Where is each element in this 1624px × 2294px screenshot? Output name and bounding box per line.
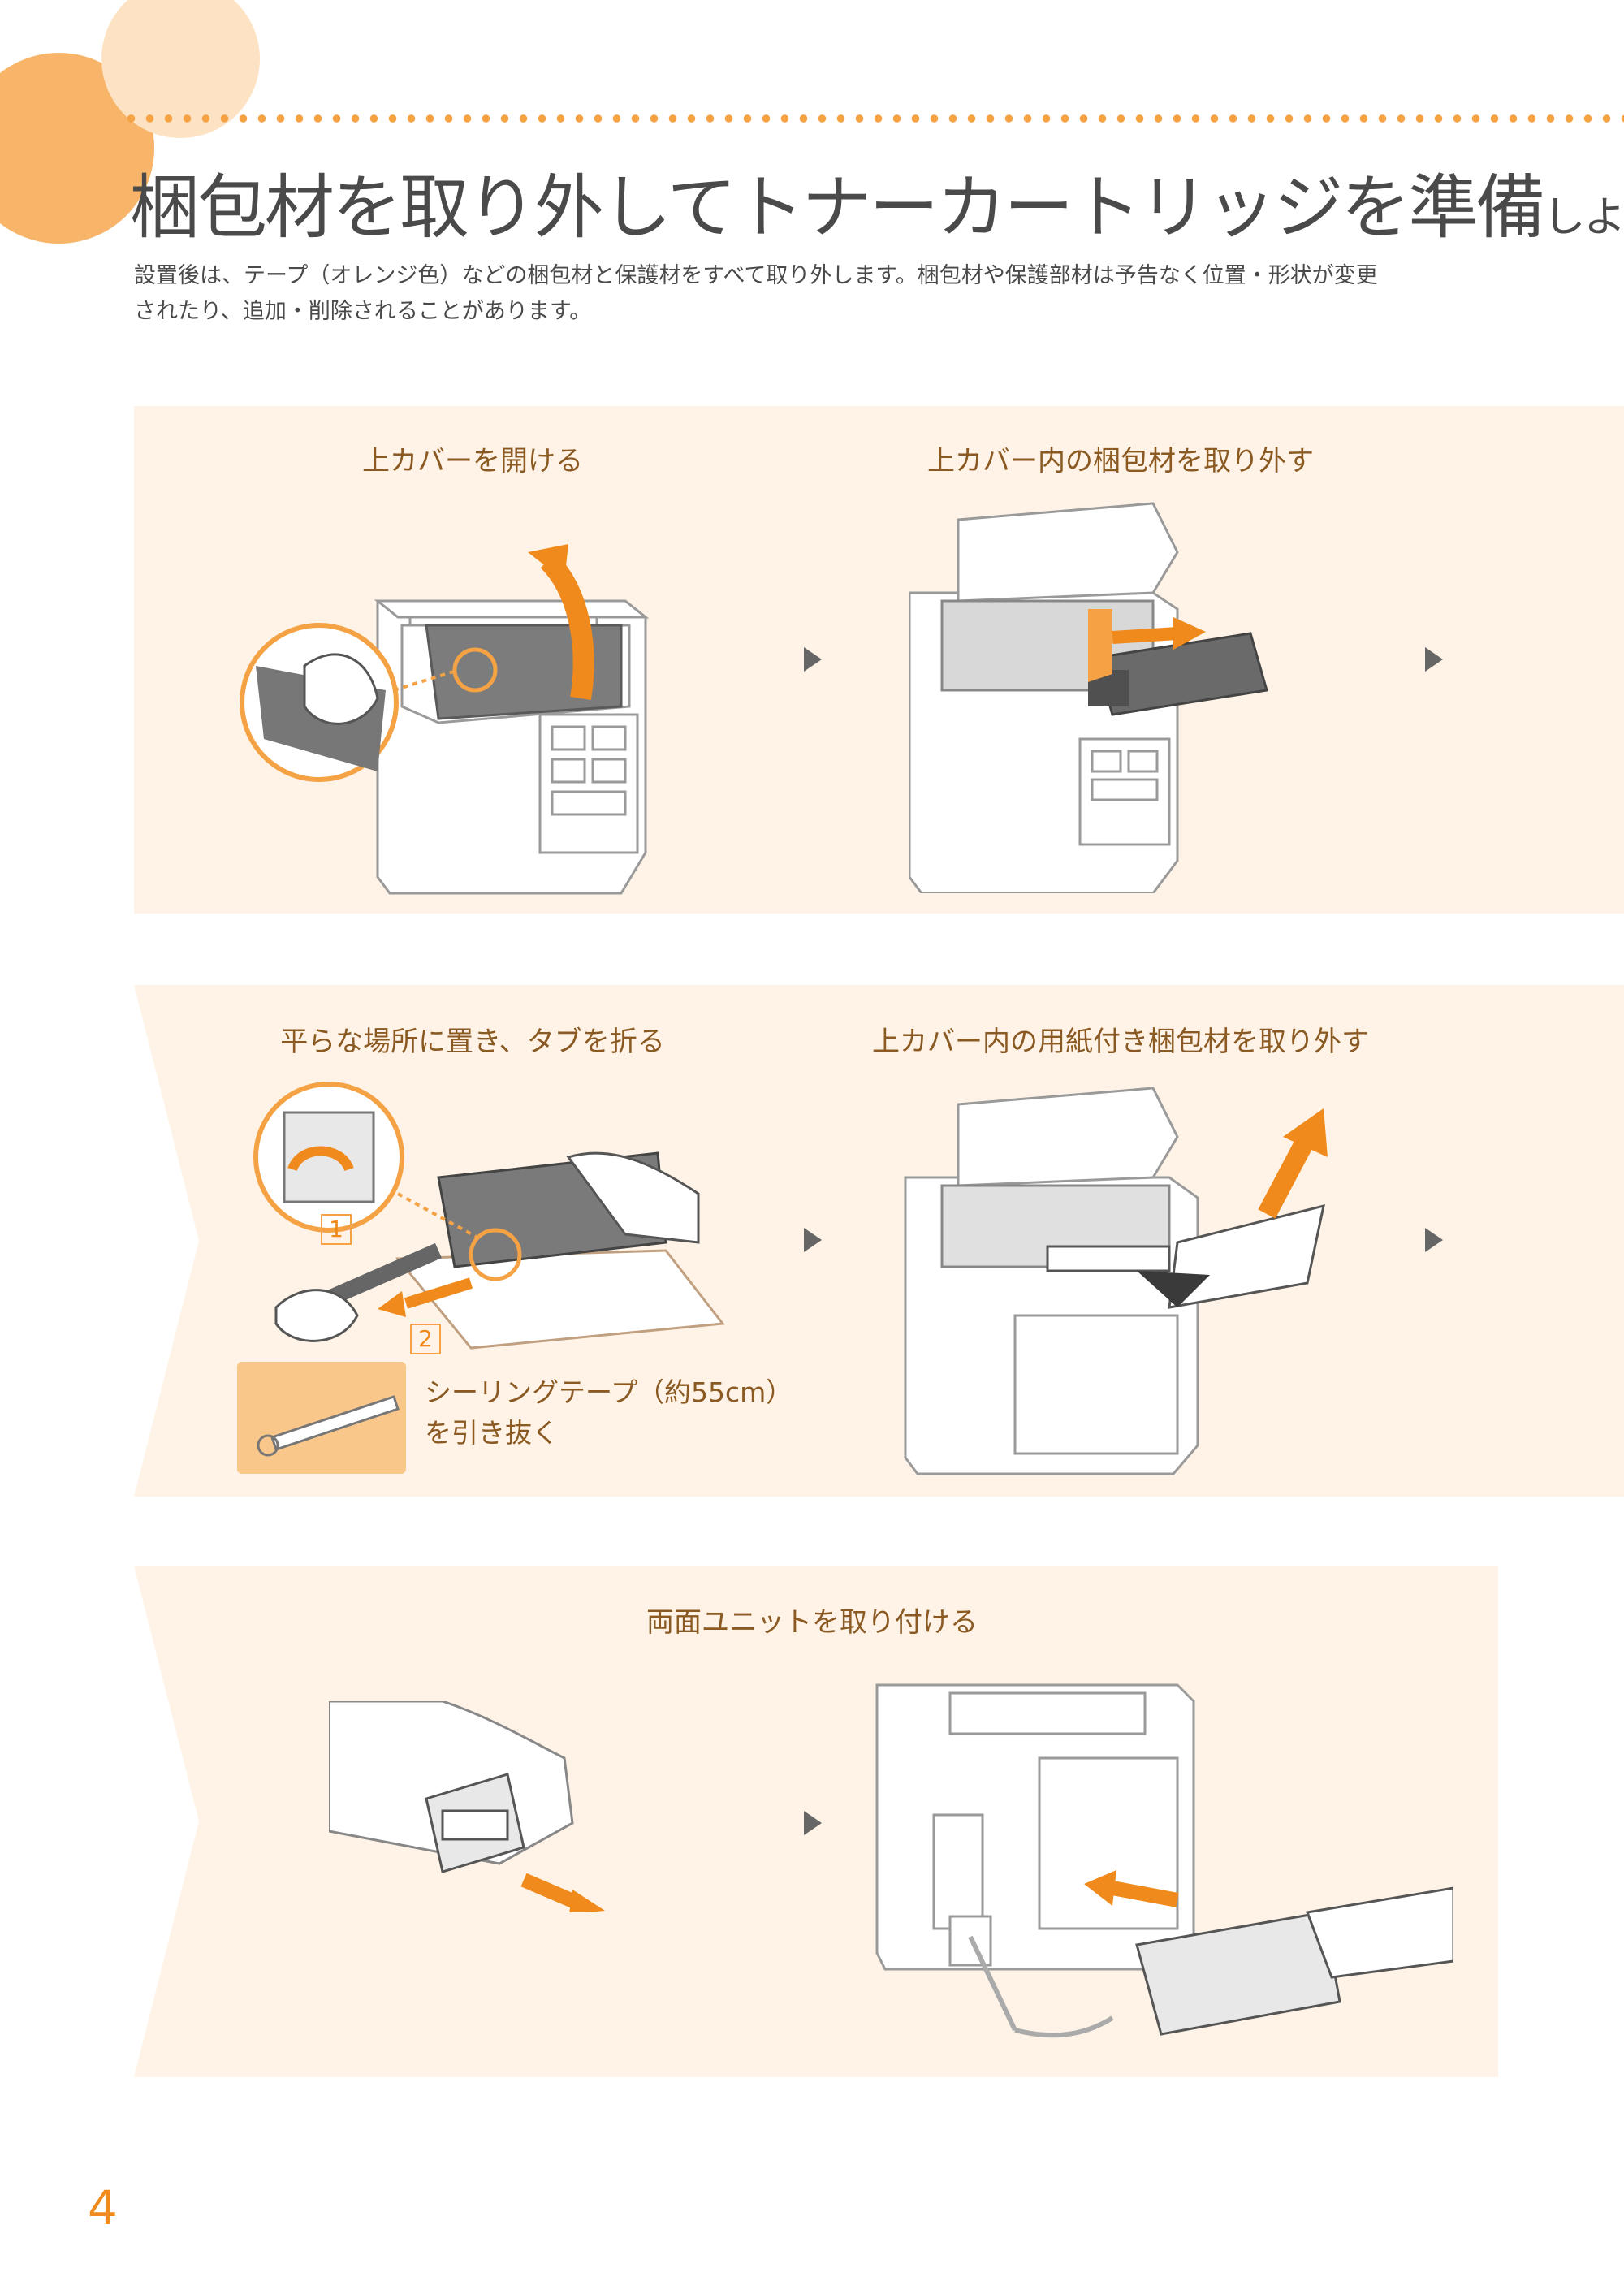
page-number: 4 [88, 2180, 118, 2236]
intro-text: 設置後は、テープ（オレンジ色）などの梱包材と保護材をすべて取り外します。梱包材や… [134, 258, 1514, 330]
next-arrow-icon [1425, 647, 1443, 672]
step-number-2: 2 [410, 1324, 441, 1354]
dotted-rule [122, 114, 1624, 123]
intro-line-1: 設置後は、テープ（オレンジ色）などの梱包材と保護材をすべて取り外します。梱包材や… [134, 263, 1378, 288]
sealing-tape-icon [257, 1395, 400, 1457]
duplex-unit-unpack-illustration [329, 1701, 605, 1912]
printer-open-cover-illustration [240, 544, 650, 895]
intro-line-2: されたり、追加・削除されることがあります。 [134, 299, 592, 324]
cartridge-fold-tab-illustration [253, 1082, 725, 1350]
next-arrow-icon [804, 1811, 822, 1835]
next-arrow-icon [804, 647, 822, 672]
step-label-remove-inner-packing: 上カバー内の梱包材を取り外す [927, 445, 1314, 477]
printer-remove-paper-packing-illustration [904, 1087, 1328, 1475]
step-label-attach-duplex-unit: 両面ユニットを取り付ける [646, 1606, 978, 1639]
panel-step-2 [134, 985, 1624, 1497]
next-arrow-icon [804, 1228, 822, 1252]
next-arrow-icon [1425, 1228, 1443, 1252]
sealing-tape-note: シーリングテープ（約55cm） を引き抜く [425, 1376, 793, 1449]
step-number-1: 1 [321, 1214, 352, 1245]
step-label-remove-packing-with-paper: 上カバー内の用紙付き梱包材を取り外す [872, 1026, 1369, 1058]
printer-attach-duplex-illustration [875, 1683, 1453, 2038]
step-label-place-flat-fold-tab: 平らな場所に置き、タブを折る [280, 1026, 665, 1058]
printer-remove-packing-illustration [909, 502, 1268, 893]
page-title: 梱包材を取り外してトナーカートリッジを準備しよう [130, 167, 1624, 248]
step-label-open-top-cover: 上カバーを開ける [362, 445, 583, 477]
